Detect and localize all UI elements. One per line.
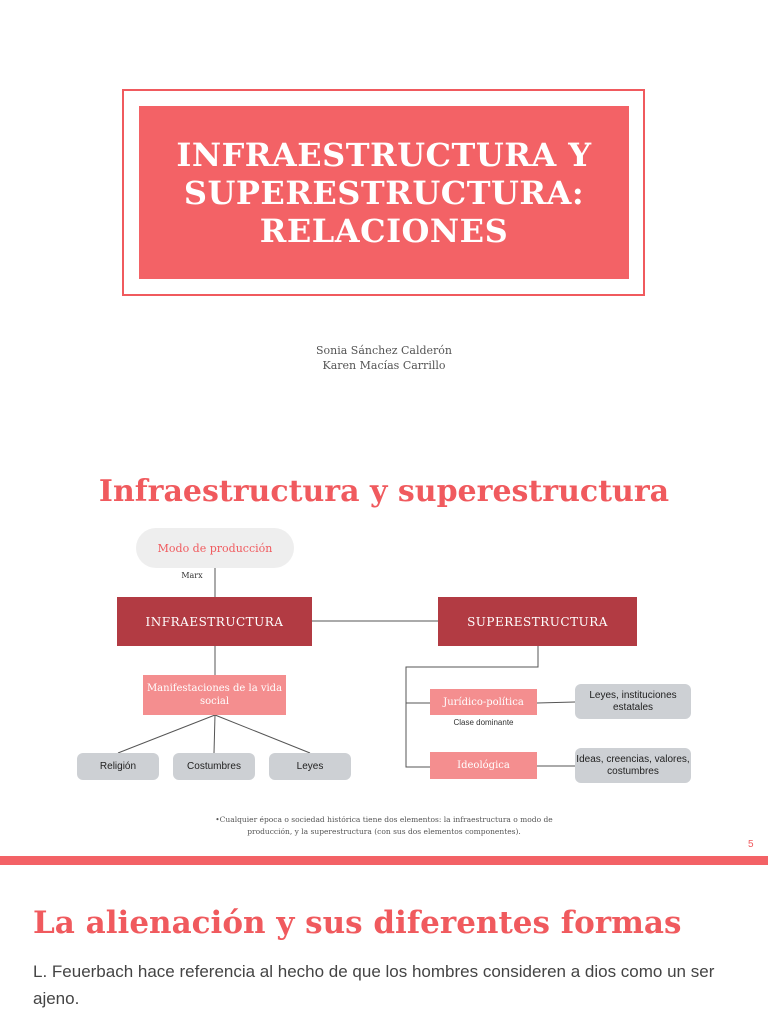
node-religion: Religión [77,753,159,780]
author-2: Karen Macías Carrillo [322,359,446,372]
node-ideologica: Ideológica [430,752,537,779]
connector-juridico-leyes [536,701,576,704]
connector-manif-costumbres [213,714,216,754]
node-costumbres: Costumbres [173,753,255,780]
node-leyes-instituciones: Leyes, instituciones estatales [575,684,691,719]
connector-manif-religion [117,714,216,754]
node-manifestaciones: Manifestaciones de la vida social [143,675,286,715]
slide3-body: L. Feuerbach hace referencia al hecho de… [33,962,715,1008]
connector-manif-leyes [214,714,311,754]
author-1: Sonia Sánchez Calderón [315,344,453,357]
node-ideas-creencias: Ideas, creencias, valores, costumbres [575,748,691,783]
label-marx: Marx [181,571,203,580]
node-mode-of-production: Modo de producción [136,528,294,568]
page-number: 5 [748,839,754,850]
node-superestructura: SUPERESTRUCTURA [438,597,637,646]
node-leyes: Leyes [269,753,351,780]
title-box: INFRAESTRUCTURA Y SUPERESTRUCTURA: RELAC… [139,106,629,279]
slide2-footnote: •Cualquier época o sociedad histórica ti… [215,815,553,836]
node-juridico-politica: Jurídico-política [430,689,537,715]
slide2-heading: Infraestructura y superestructura [98,474,670,509]
presentation-title: INFRAESTRUCTURA Y SUPERESTRUCTURA: RELAC… [176,135,592,250]
slide-divider [0,856,768,865]
node-infraestructura: INFRAESTRUCTURA [117,597,312,646]
slide3-heading: La alienación y sus diferentes formas [33,905,682,941]
authors: Sonia Sánchez Calderón Karen Macías Carr… [234,343,534,373]
label-clase-dominante: Clase dominante [453,718,514,727]
